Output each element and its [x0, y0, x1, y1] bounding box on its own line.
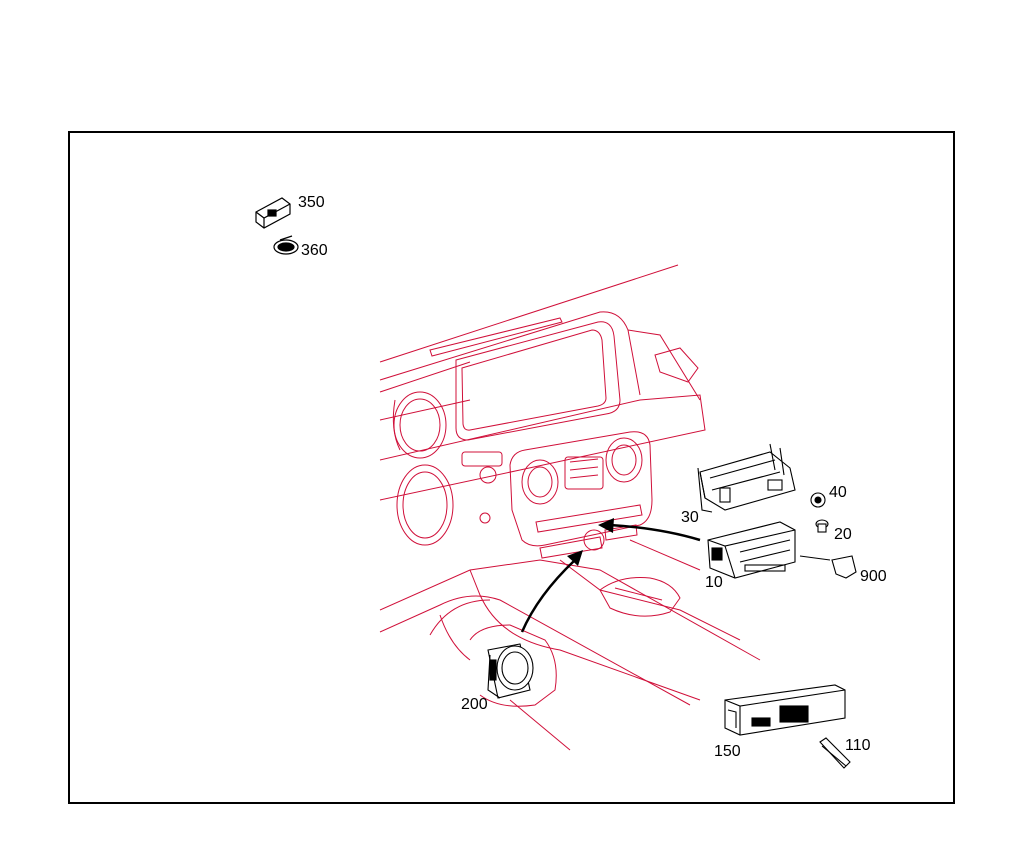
part-10	[707, 521, 796, 579]
part-150	[724, 684, 846, 736]
callout-20: 20	[834, 526, 852, 543]
callout-30: 30	[681, 509, 699, 526]
part-200	[487, 643, 534, 699]
callout-900: 900	[860, 568, 887, 585]
diagram-frame	[68, 131, 955, 804]
part-360	[273, 235, 299, 255]
part-40	[810, 492, 826, 508]
callout-110: 110	[845, 737, 871, 754]
part-350	[255, 197, 291, 229]
part-30	[697, 443, 796, 513]
callout-150: 150	[714, 743, 741, 760]
callout-360: 360	[301, 242, 328, 259]
part-110	[819, 737, 851, 769]
dashboard-outline	[379, 264, 761, 751]
callout-40: 40	[829, 484, 847, 501]
part-900	[799, 555, 857, 579]
arrow-10	[598, 518, 701, 542]
arrow-200	[520, 550, 583, 633]
callout-200: 200	[461, 696, 488, 713]
callout-350: 350	[298, 194, 325, 211]
part-20	[815, 519, 829, 533]
callout-10: 10	[705, 574, 723, 591]
